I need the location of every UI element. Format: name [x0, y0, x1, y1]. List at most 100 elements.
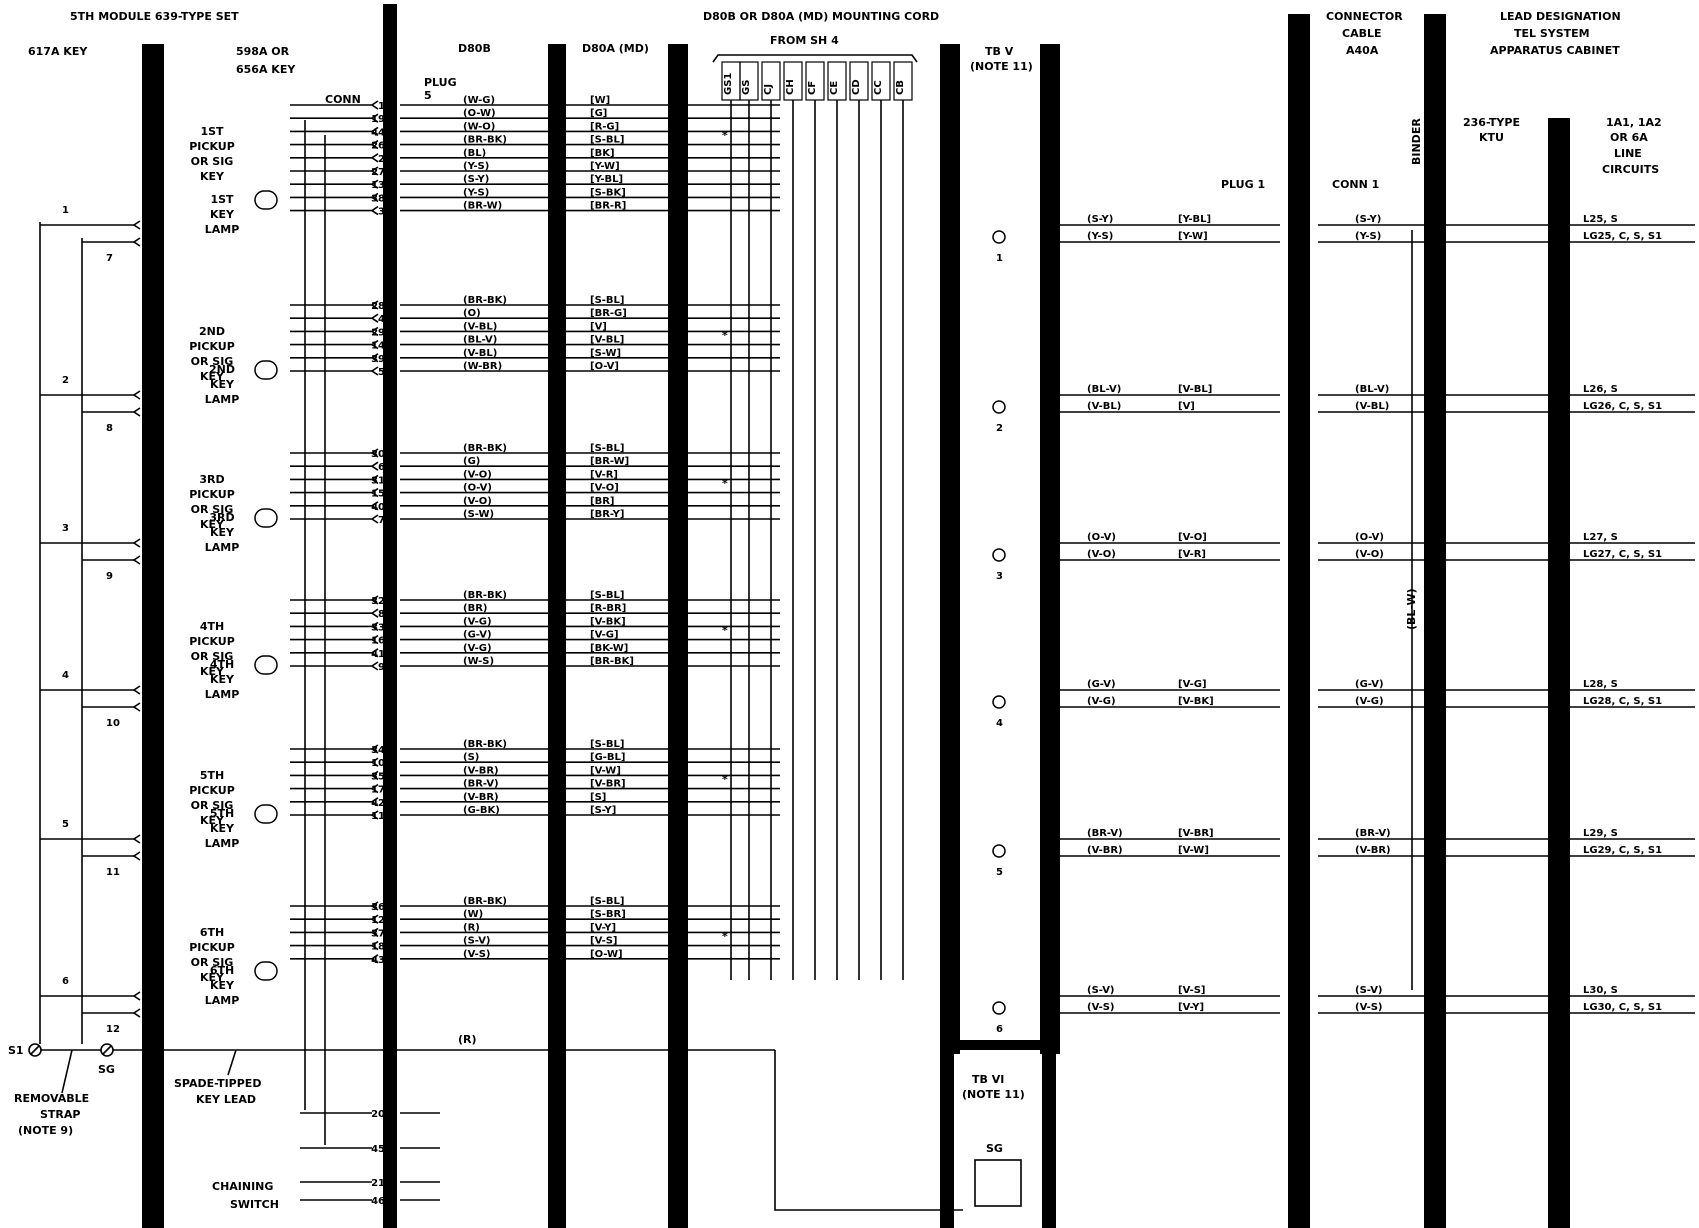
lead-designation: LG26, C, S, S1	[1583, 401, 1662, 412]
d80b-color: (V-O)	[463, 496, 492, 507]
tb-terminal-icon	[992, 548, 1006, 562]
key-label: KEY	[200, 170, 225, 183]
cord-lead-label: CD	[851, 79, 862, 95]
d80b-color: (V-BL)	[463, 321, 497, 332]
conn-pin: 44	[371, 127, 385, 138]
tb5-note: (NOTE 11)	[970, 60, 1033, 73]
d80b-color: (BR-BK)	[463, 739, 507, 750]
plug1-color: (V-G)	[1087, 696, 1116, 707]
key-pin-arrow	[132, 991, 141, 1001]
key-pin-arrow	[132, 685, 141, 695]
lamp-label: 1ST	[210, 193, 234, 206]
key-label: OR SIG	[191, 799, 234, 812]
d80a-color: [S-BK]	[590, 187, 626, 198]
key-label: PICKUP	[189, 784, 235, 797]
d80a-color: [V-S]	[590, 936, 618, 947]
connector-label-b: CABLE	[1342, 27, 1382, 40]
lamp-label: KEY	[210, 208, 235, 221]
conn-pin: 30	[371, 449, 385, 460]
header-labels: 5TH MODULE 639-TYPE SET 617A KEY 598A OR…	[28, 10, 1662, 630]
key-pin: 16	[145, 686, 159, 697]
lamp-icon	[254, 190, 278, 210]
connector-pin: 22	[1292, 539, 1306, 550]
lamp-icon	[254, 655, 278, 675]
d80a-color: [V-BK]	[590, 616, 626, 627]
d80b-color: (V-BL)	[463, 348, 497, 359]
d80a-color: [S-BL]	[590, 135, 625, 146]
tb-terminal-icon	[992, 230, 1006, 244]
key-pin-arrow	[132, 555, 141, 565]
plug1b-color: [V-BK]	[1178, 696, 1214, 707]
key-pin-arrow	[132, 834, 141, 844]
d80b-color: (W-G)	[463, 95, 495, 106]
plug1b-color: [V-O]	[1178, 532, 1207, 543]
d80a-color: [S]	[590, 792, 606, 803]
conn-pin: 32	[371, 596, 385, 607]
strap-number: 7	[106, 253, 113, 264]
d80a-color: [S-BL]	[590, 896, 625, 907]
d80b-color: (G-BK)	[463, 805, 500, 816]
lamp-label: LAMP	[205, 223, 240, 236]
key-label: 3RD	[199, 473, 224, 486]
lead-designation: L29, S	[1583, 828, 1618, 839]
conn1-color: (V-S)	[1355, 1002, 1383, 1013]
d80b-color: (S-W)	[463, 509, 494, 520]
plug1b-color: [V-BL]	[1178, 384, 1212, 395]
d80b-color: (BR-BK)	[463, 590, 507, 601]
bottom-pin: 45	[371, 1144, 385, 1155]
conn-pin: 5	[378, 367, 385, 378]
d80b-color: (BR-BK)	[463, 295, 507, 306]
plug1b-color: [V-R]	[1178, 549, 1206, 560]
lamp-label: LAMP	[205, 541, 240, 554]
tb-number: 3	[996, 571, 1003, 582]
tb6-note: (NOTE 11)	[962, 1088, 1025, 1101]
d80a-color: [BR-W]	[590, 456, 629, 467]
lead-label-b: TEL SYSTEM	[1514, 27, 1590, 40]
key-label: 2ND	[199, 325, 225, 338]
lamp-label: 6TH	[210, 964, 234, 977]
star-marker: *	[722, 477, 728, 490]
d80b-color: (S-Y)	[463, 174, 489, 185]
conn-pin: 33	[371, 622, 385, 633]
key-pin-arrow	[132, 851, 141, 861]
d80a-color: [V-O]	[590, 483, 619, 494]
d80a-color: [V-Y]	[590, 922, 616, 933]
d80b-color: (O)	[463, 308, 481, 319]
d80b-color: (BR-BK)	[463, 135, 507, 146]
spade-label-a: SPADE-TIPPED	[174, 1077, 261, 1090]
strap-number: 12	[106, 1024, 120, 1035]
d80b-color: (V-G)	[463, 616, 492, 627]
d80b-color: (V-S)	[463, 949, 491, 960]
r-lead-label: (R)	[458, 1033, 477, 1046]
d80a-color: [BR]	[590, 496, 614, 507]
connector-pin: 49	[1292, 852, 1306, 863]
d80b-color: (R)	[463, 922, 480, 933]
plug1b-color: [V-W]	[1178, 845, 1209, 856]
tb6-block	[974, 1159, 1022, 1207]
lamp-label: 4TH	[210, 658, 234, 671]
key-label: OR SIG	[191, 503, 234, 516]
d80b-color: (W)	[463, 909, 483, 920]
lead-designation: L25, S	[1583, 214, 1618, 225]
spade-pointer	[227, 1049, 237, 1076]
tb-number: 2	[996, 423, 1003, 434]
key-label: OR SIG	[191, 355, 234, 368]
d80a-color: [S-BR]	[590, 909, 626, 920]
tb-number: 1	[996, 253, 1003, 264]
conn1-color: (G-V)	[1355, 679, 1384, 690]
connector-pin: 48	[1292, 703, 1306, 714]
d80a-color: [S-Y]	[590, 805, 616, 816]
ktu-label-a: 236-TYPE	[1463, 116, 1520, 129]
key-pin: 38	[145, 238, 159, 249]
strap-number: 3	[62, 523, 69, 534]
d80b-color: (O-W)	[463, 108, 496, 119]
conn1-color: (V-BL)	[1355, 401, 1389, 412]
d80a-color: [BR-BK]	[590, 656, 634, 667]
d80a-color: [R-BR]	[590, 603, 626, 614]
lamp-icon	[254, 804, 278, 824]
terminal-bar	[383, 4, 397, 1228]
connector-pin: 24	[1292, 835, 1306, 846]
bottom-pin: 20	[371, 1109, 385, 1120]
